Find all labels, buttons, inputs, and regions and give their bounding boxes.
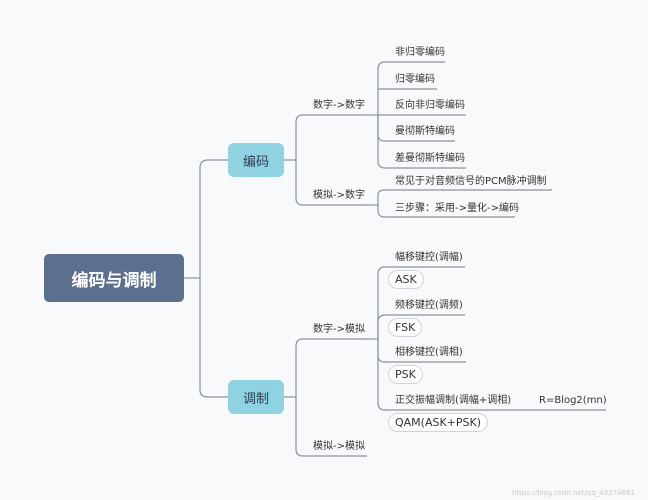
leaf-ask[interactable]: ASK bbox=[388, 270, 424, 289]
leaf-fsk[interactable]: FSK bbox=[388, 318, 423, 337]
leaf-psk-desc[interactable]: 相移键控(调相) bbox=[395, 347, 463, 358]
leaf-fsk-desc[interactable]: 频移键控(调频) bbox=[395, 300, 463, 311]
root-node[interactable]: 编码与调制 bbox=[44, 254, 184, 302]
leaf-three-steps[interactable]: 三步骤：采用->量化->编码 bbox=[395, 203, 519, 214]
leaf-nrz[interactable]: 非归零编码 bbox=[395, 47, 445, 58]
modulation-node[interactable]: 调制 bbox=[228, 380, 284, 414]
watermark-text: https://blog.csdn.net/qq_43374681 bbox=[512, 489, 635, 497]
leaf-psk[interactable]: PSK bbox=[388, 365, 423, 384]
leaf-qam-desc[interactable]: 正交振幅调制(调幅+调相) bbox=[395, 395, 512, 406]
encoding-node[interactable]: 编码 bbox=[228, 143, 284, 177]
leaf-qam[interactable]: QAM(ASK+PSK) bbox=[388, 413, 489, 432]
leaf-ask-desc[interactable]: 幅移键控(调幅) bbox=[395, 252, 463, 263]
leaf-nrzi[interactable]: 反向非归零编码 bbox=[395, 100, 465, 111]
leaf-rz[interactable]: 归零编码 bbox=[395, 74, 435, 85]
digital-to-digital-node[interactable]: 数字->数字 bbox=[313, 100, 365, 111]
leaf-pcm[interactable]: 常见于对音频信号的PCM脉冲调制 bbox=[395, 176, 547, 187]
analog-to-analog-node[interactable]: 模拟->模拟 bbox=[313, 441, 365, 452]
leaf-qam-formula[interactable]: R=Blog2(mn) bbox=[539, 395, 607, 406]
leaf-diff-manchester[interactable]: 差曼彻斯特编码 bbox=[395, 153, 465, 164]
analog-to-digital-node[interactable]: 模拟->数字 bbox=[313, 190, 365, 201]
leaf-manchester[interactable]: 曼彻斯特编码 bbox=[395, 126, 455, 137]
digital-to-analog-node[interactable]: 数字->模拟 bbox=[313, 324, 365, 335]
